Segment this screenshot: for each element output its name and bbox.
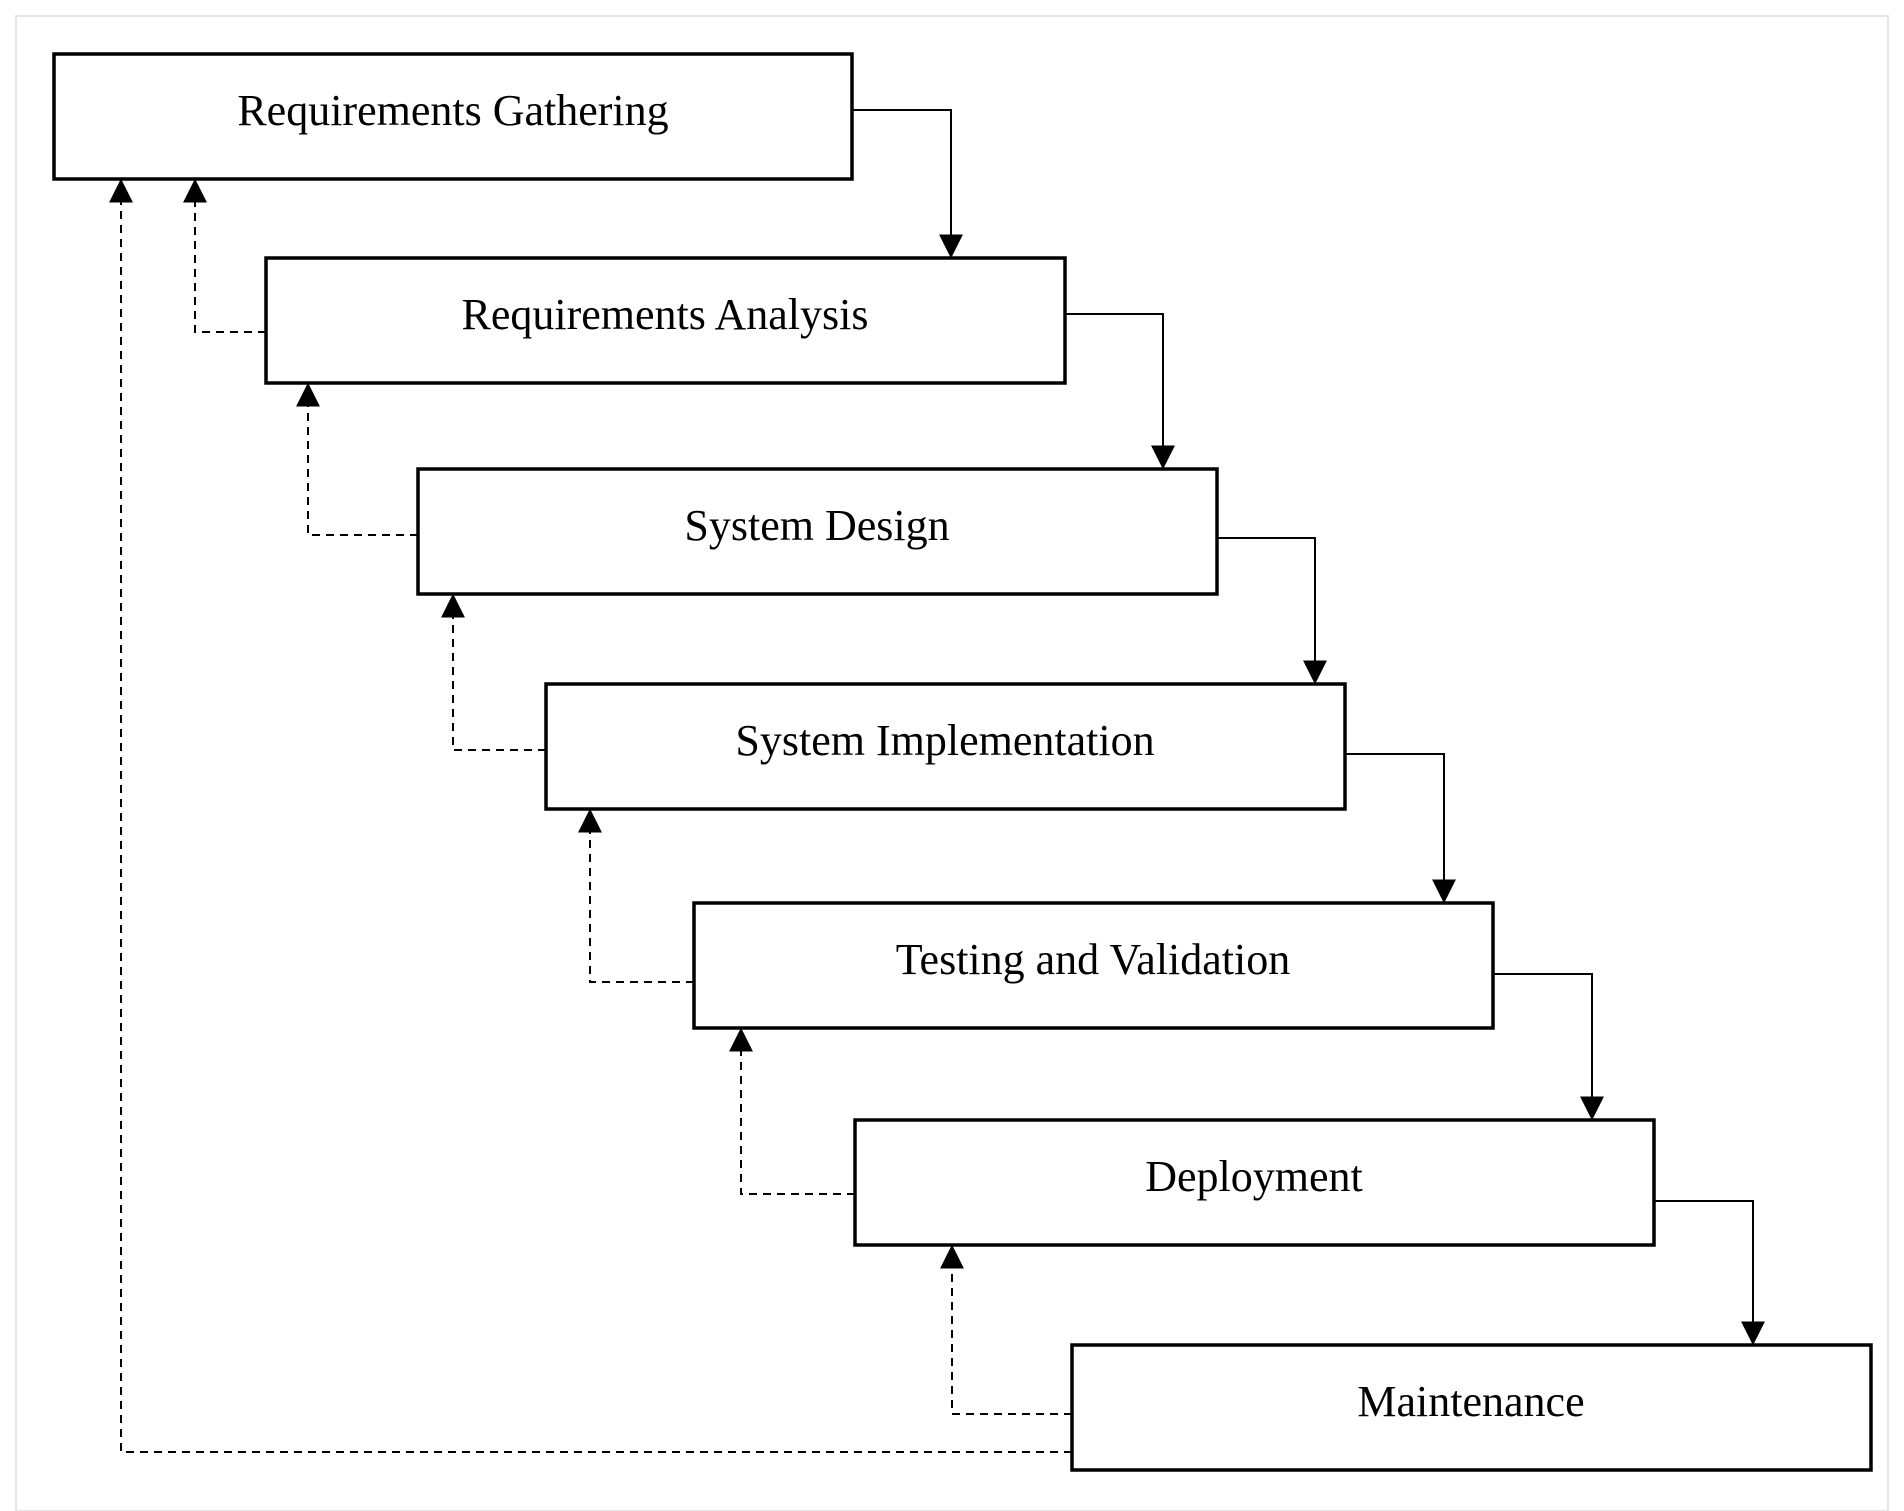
stage-requirements-analysis[interactable]: Requirements Analysis bbox=[264, 256, 1067, 385]
feedback-implementation-to-design bbox=[441, 593, 546, 751]
arrow-deployment-to-maintenance bbox=[1654, 1200, 1765, 1346]
feedback-analysis-to-gathering bbox=[183, 178, 266, 333]
stage-label: Requirements Gathering bbox=[237, 86, 668, 135]
stage-label: Testing and Validation bbox=[896, 935, 1291, 984]
feedback-testing-to-implementation bbox=[578, 808, 694, 983]
arrow-design-to-implementation bbox=[1217, 537, 1327, 685]
stage-box bbox=[264, 256, 1067, 385]
stage-requirements-gathering[interactable]: Requirements Gathering bbox=[52, 52, 854, 181]
stage-testing-and-validation[interactable]: Testing and Validation bbox=[692, 901, 1495, 1030]
stages: Requirements Gathering Requirements Anal… bbox=[52, 52, 1873, 1472]
stage-system-design[interactable]: System Design bbox=[416, 467, 1219, 596]
stage-label: System Design bbox=[684, 501, 949, 550]
stage-box bbox=[416, 467, 1219, 596]
stage-deployment[interactable]: Deployment bbox=[853, 1118, 1656, 1247]
stage-box bbox=[1070, 1343, 1873, 1472]
stage-box bbox=[544, 682, 1347, 811]
stage-label: Deployment bbox=[1145, 1152, 1363, 1201]
feedback-design-to-analysis bbox=[296, 382, 418, 536]
feedback-deployment-to-testing bbox=[729, 1027, 855, 1195]
stage-box bbox=[853, 1118, 1656, 1247]
connectors bbox=[109, 109, 1765, 1453]
arrow-analysis-to-design bbox=[1065, 313, 1175, 470]
stage-maintenance[interactable]: Maintenance bbox=[1070, 1343, 1873, 1472]
stage-box bbox=[692, 901, 1495, 1030]
arrow-testing-to-deployment bbox=[1493, 973, 1604, 1121]
diagram-frame bbox=[15, 15, 1889, 1511]
stage-label: System Implementation bbox=[735, 716, 1154, 765]
arrow-gathering-to-analysis bbox=[852, 109, 963, 259]
arrow-implementation-to-testing bbox=[1345, 753, 1456, 904]
stage-label: Requirements Analysis bbox=[462, 290, 869, 339]
stage-box bbox=[52, 52, 854, 181]
stage-label: Maintenance bbox=[1357, 1377, 1584, 1426]
stage-system-implementation[interactable]: System Implementation bbox=[544, 682, 1347, 811]
feedback-maintenance-to-gathering bbox=[109, 178, 1072, 1453]
feedback-maintenance-to-deployment bbox=[940, 1244, 1072, 1415]
